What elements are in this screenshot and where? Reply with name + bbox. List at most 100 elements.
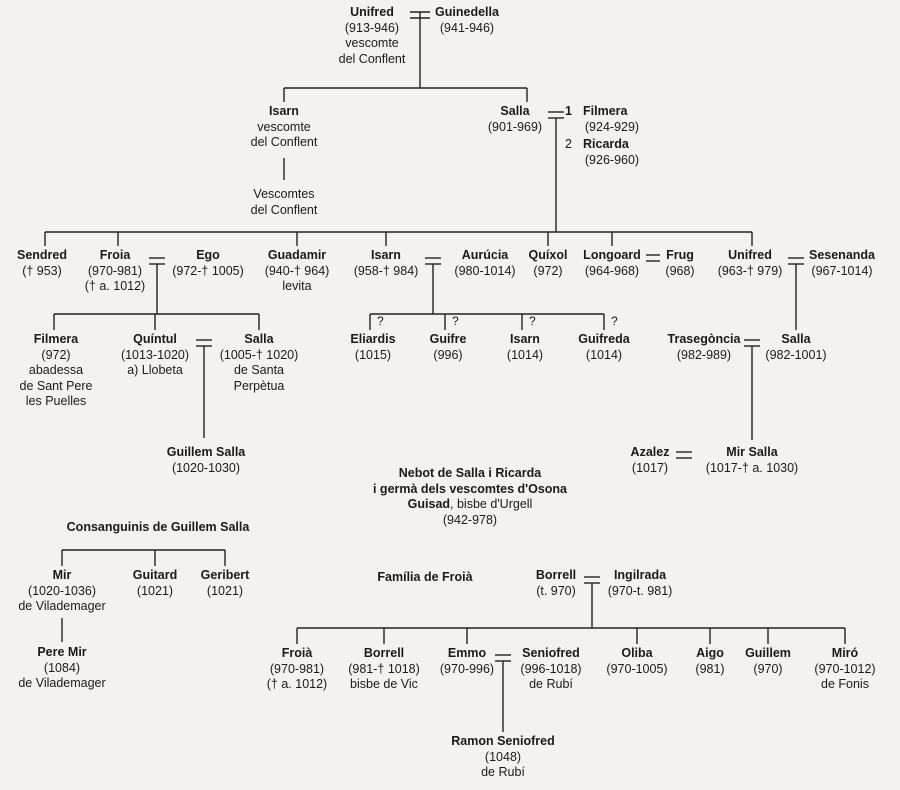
person-name: Guadamir <box>267 248 327 262</box>
spouse-number-1: 1 <box>565 104 572 118</box>
person-detail: (972-† 1005) <box>172 263 244 278</box>
person-name: Geribert <box>200 568 250 582</box>
person-froia-970: Froià(970-981)(† a. 1012) <box>267 646 327 693</box>
person-detail: (970-981) <box>87 263 143 278</box>
person-detail: (967-1014) <box>811 263 873 278</box>
person-detail: (996-1018) <box>520 661 582 676</box>
person-name: Salla <box>244 332 274 346</box>
person-guinedella: Guinedella(941-946) <box>435 5 499 36</box>
person-detail: de Fonis <box>821 677 869 691</box>
person-detail: de Vilademager <box>18 599 106 613</box>
person-detail: (1021) <box>136 583 174 598</box>
person-detail: (982-989) <box>676 347 732 362</box>
person-detail: (996) <box>433 347 463 362</box>
person-guifreda: Guifreda(1014) <box>578 332 629 363</box>
person-name: Guillem <box>745 646 791 660</box>
person-name: Seniofred <box>522 646 580 660</box>
person-detail: de Rubí <box>481 765 525 779</box>
person-name: Mir Salla <box>726 445 778 459</box>
uncertain-mark: ? <box>611 314 618 328</box>
person-detail: (1021) <box>206 583 244 598</box>
person-aurucia: Aurúcia(980-1014) <box>454 248 515 279</box>
person-emmo: Emmo(970-996) <box>440 646 494 677</box>
person-detail: (970-1005) <box>606 661 668 676</box>
person-name: Trasegòncia <box>667 332 741 346</box>
person-pere-mir: Pere Mir(1084)de Vilademager <box>18 645 105 692</box>
person-name: Ego <box>196 248 220 262</box>
person-detail: (968) <box>665 263 695 278</box>
person-detail: (958-† 984) <box>353 263 419 278</box>
person-detail: († 953) <box>22 263 62 278</box>
person-detail: les Puelles <box>25 394 87 408</box>
person-detail: (1005-† 1020) <box>219 347 299 362</box>
spouse-number-2: 2 <box>565 137 572 151</box>
person-name: Aurúcia <box>461 248 509 262</box>
person-detail: de Santa <box>233 363 285 377</box>
person-detail: (1014) <box>585 347 623 362</box>
person-detail: (963-† 979) <box>717 263 783 278</box>
person-detail: abadessa <box>28 363 84 377</box>
nebot-heading: Nebot de Salla i Ricarda i germà dels ve… <box>373 466 567 513</box>
person-detail: bisbe de Vic <box>350 677 418 691</box>
person-miro: Miró(970-1012)de Fonis <box>814 646 875 693</box>
person-guitard: Guitard(1021) <box>133 568 177 599</box>
person-guifre: Guifre(996) <box>430 332 467 363</box>
person-seniofred: Seniofred(996-1018)de Rubí <box>520 646 581 693</box>
person-quixol: Quíxol(972) <box>529 248 568 279</box>
spouse-ricarda-name: Ricarda <box>583 137 629 151</box>
nebot-heading-line1: Nebot de Salla i Ricarda <box>398 466 542 480</box>
person-guillem: Guillem(970) <box>745 646 791 677</box>
person-salla-982: Salla(982-1001) <box>765 332 826 363</box>
familia-heading: Família de Froià <box>377 570 473 584</box>
person-detail: (972) <box>533 263 563 278</box>
person-detail: del Conflent <box>250 135 318 149</box>
person-detail: de Sant Pere <box>19 378 93 393</box>
person-name: Aigo <box>696 646 724 660</box>
person-sesenanda: Sesenanda(967-1014) <box>809 248 875 279</box>
person-detail: († a. 1012) <box>84 279 146 293</box>
person-detail: (970-t. 981) <box>607 583 673 598</box>
person-detail: (970) <box>753 661 783 676</box>
person-name: Frug <box>666 248 694 262</box>
person-name: Borrell <box>363 646 405 660</box>
person-name: Mir <box>52 568 72 582</box>
person-name: Longoard <box>583 248 641 262</box>
person-name: Froià <box>281 646 313 660</box>
person-name: Unifred <box>728 248 772 262</box>
person-name: Emmo <box>447 646 487 660</box>
person-isarn-958: Isarn(958-† 984) <box>354 248 419 279</box>
person-frug: Frug(968) <box>665 248 694 279</box>
person-detail: del Conflent <box>250 202 318 217</box>
person-detail: (940-† 964) <box>264 263 330 278</box>
person-detail: vescomte <box>345 36 399 50</box>
person-salla: Salla(901-969) <box>488 104 542 135</box>
person-trasegoncia: Trasegòncia(982-989) <box>668 332 741 363</box>
person-name: Quíntul <box>133 332 177 346</box>
person-detail: (1015) <box>354 347 392 362</box>
person-guisad-dates: (942-978) <box>443 513 497 529</box>
person-azalez: Azalez(1017) <box>631 445 670 476</box>
person-detail: († a. 1012) <box>266 677 328 691</box>
person-detail: (964-968) <box>584 263 640 278</box>
person-isarn-1014: Isarn(1014) <box>507 332 543 363</box>
person-detail: (1014) <box>506 347 544 362</box>
person-name: Isarn <box>510 332 540 346</box>
person-name: Guifreda <box>578 332 630 346</box>
person-name: Miró <box>831 646 859 660</box>
person-ingilrada: Ingilrada(970-t. 981) <box>608 568 673 599</box>
person-name: Salla <box>781 332 811 346</box>
person-name: Salla <box>500 104 530 118</box>
spouse-ricarda-dates: (926-960) <box>584 153 640 167</box>
person-name: Isarn <box>269 104 299 118</box>
person-detail: (1020-1036) <box>27 583 97 598</box>
person-detail: (941-946) <box>439 20 495 35</box>
person-name: Unifred <box>350 5 394 19</box>
person-detail: (981-† 1018) <box>348 661 420 676</box>
person-detail: (1048) <box>484 749 522 764</box>
person-sendred: Sendred(† 953) <box>17 248 67 279</box>
